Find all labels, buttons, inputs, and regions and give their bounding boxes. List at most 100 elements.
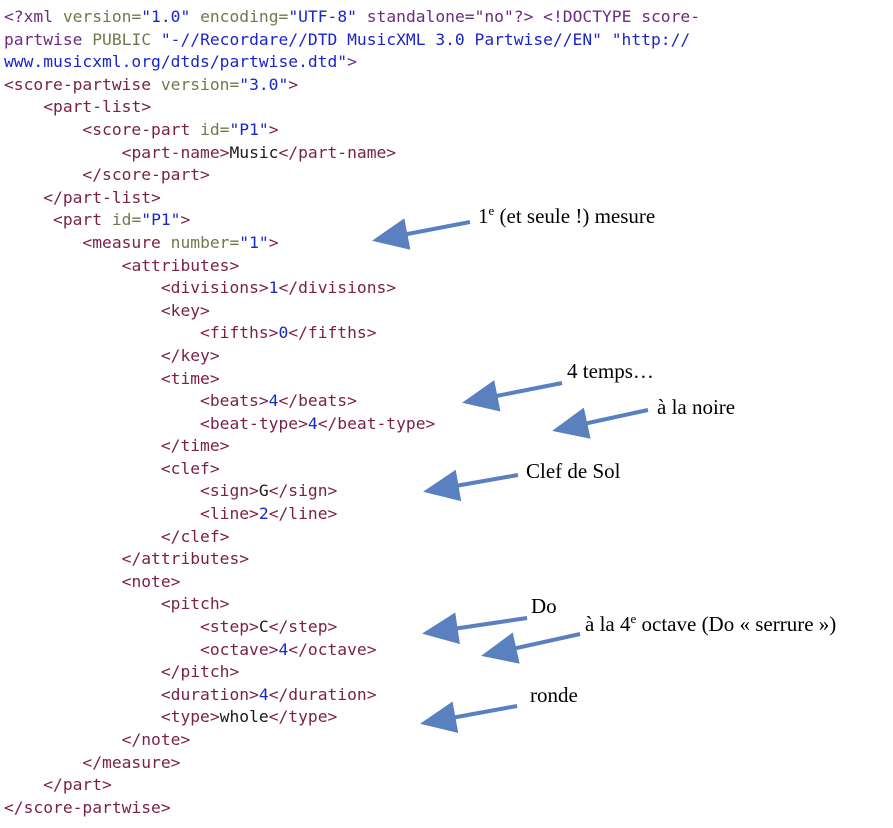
xml-tag: <divisions> [160,278,269,298]
xml-tag: </note> [121,730,191,749]
xml-tag: </sign> [268,481,338,501]
xml-tag: </pitch> [160,662,240,682]
xml-declaration: partwise [4,29,93,49]
xml-text: whole [219,707,269,727]
annotation-octave: à la 4e octave (Do « serrure ») [585,611,837,636]
annotation-type: ronde [530,683,578,707]
xml-tag: </clef> [160,526,230,546]
xml-declaration: standalone="no"?> <!DOCTYPE score- [356,7,701,26]
xml-tag: </line> [268,504,338,524]
annotation-step: Do [531,594,557,618]
annotation-beats: 4 temps… [567,359,654,383]
xml-tag: <time> [160,368,220,388]
xml-tag: <sign> [200,481,259,501]
code-line: <beat-type>4</beat-type> [4,413,700,436]
annotation-beat-type: à la noire [657,395,736,419]
code-line: </attributes> [4,548,700,571]
xml-tag: <attributes> [121,255,240,275]
xml-tag: <measure [82,232,171,252]
code-line: <sign>G</sign> [4,480,700,503]
xml-tag: > [268,232,279,252]
xml-value: "P1" [141,210,181,230]
xml-tag: <part-list> [43,97,152,117]
code-line: <time> [4,368,700,391]
code-line: <duration>4</duration> [4,684,700,707]
xml-value: "3.0" [239,74,289,94]
xml-declaration: <?xml [4,7,63,26]
xml-tag: </step> [268,617,338,637]
xml-value: "1" [239,232,269,252]
xml-tag: </duration> [268,684,377,704]
code-line: <beats>4</beats> [4,390,700,413]
code-line: </note> [4,729,700,752]
code-line: </score-part> [4,164,700,187]
code-line: partwise PUBLIC "-//Recordare//DTD Music… [4,29,700,52]
xml-value: 0 [278,323,289,343]
xml-tag: <octave> [200,639,279,659]
xml-attribute: version= [160,74,240,94]
xml-value: "-//Recordare//DTD MusicXML 3.0 Partwise… [160,29,691,49]
xml-tag: </octave> [288,639,377,659]
code-line: <score-partwise version="3.0"> [4,74,700,97]
code-line: <type>whole</type> [4,706,700,729]
xml-tag: <score-partwise [4,74,161,94]
xml-tag: <score-part [82,119,201,139]
xml-tag: </beat-type> [317,413,436,433]
xml-attribute: number= [170,232,240,252]
xml-value: 1 [268,278,279,298]
xml-tag: <part [53,210,112,230]
code-line: <score-part id="P1"> [4,119,700,142]
xml-tag: > [268,119,279,139]
code-line: </pitch> [4,661,700,684]
xml-tag: </part-list> [43,187,161,207]
xml-value: 4 [268,391,279,411]
code-line: <pitch> [4,593,700,616]
code-line: <fifths>0</fifths> [4,322,700,345]
annotation-clef: Clef de Sol [526,459,621,483]
code-line: <part id="P1"> [4,209,700,232]
code-line: </part> [4,774,700,797]
xml-tag: </fifths> [288,323,377,343]
xml-tag: </part-name> [278,142,397,162]
xml-tag: </attributes> [121,549,250,569]
code-line: <note> [4,571,700,594]
code-line: <octave>4</octave> [4,639,700,662]
xml-tag: <key> [160,300,210,320]
code-line: <attributes> [4,255,700,278]
code-line: <divisions>1</divisions> [4,277,700,300]
xml-tag: </part> [43,775,112,795]
code-line: <line>2</line> [4,503,700,526]
xml-attribute: encoding= [200,7,289,26]
xml-tag: </key> [160,345,220,365]
xml-attribute: id= [200,119,230,139]
code-line: </score-partwise> [4,797,700,820]
xml-tag: <type> [160,707,220,727]
xml-tag: <pitch> [160,594,230,614]
xml-tag: > [288,74,299,94]
xml-tag: <fifths> [200,323,279,343]
xml-code-listing: <?xml version="1.0" encoding="UTF-8" sta… [4,6,700,819]
xml-attribute: version= [62,7,142,26]
xml-value: www.musicxml.org/dtds/partwise.dtd" [4,52,348,72]
xml-tag: </time> [160,436,230,456]
code-line: <measure number="1"> [4,232,700,255]
code-line: </clef> [4,526,700,549]
xml-declaration: > [347,52,357,72]
xml-tag: <beat-type> [200,413,308,433]
code-line: <clef> [4,458,700,481]
code-line: www.musicxml.org/dtds/partwise.dtd"> [4,51,700,74]
xml-tag: <beats> [200,391,269,411]
xml-tag: <note> [121,571,181,591]
xml-tag: </beats> [278,391,357,411]
xml-tag: </score-part> [82,165,210,185]
xml-tag: </type> [268,707,338,727]
xml-value: 4 [258,684,269,704]
xml-value: "1.0" [141,7,191,26]
xml-tag: </score-partwise> [4,797,171,817]
code-line: <key> [4,300,700,323]
xml-tag: <clef> [160,458,220,478]
code-line: </key> [4,345,700,368]
code-line: </measure> [4,752,700,775]
code-line: <part-name>Music</part-name> [4,142,700,165]
xml-tag: <step> [200,617,259,637]
